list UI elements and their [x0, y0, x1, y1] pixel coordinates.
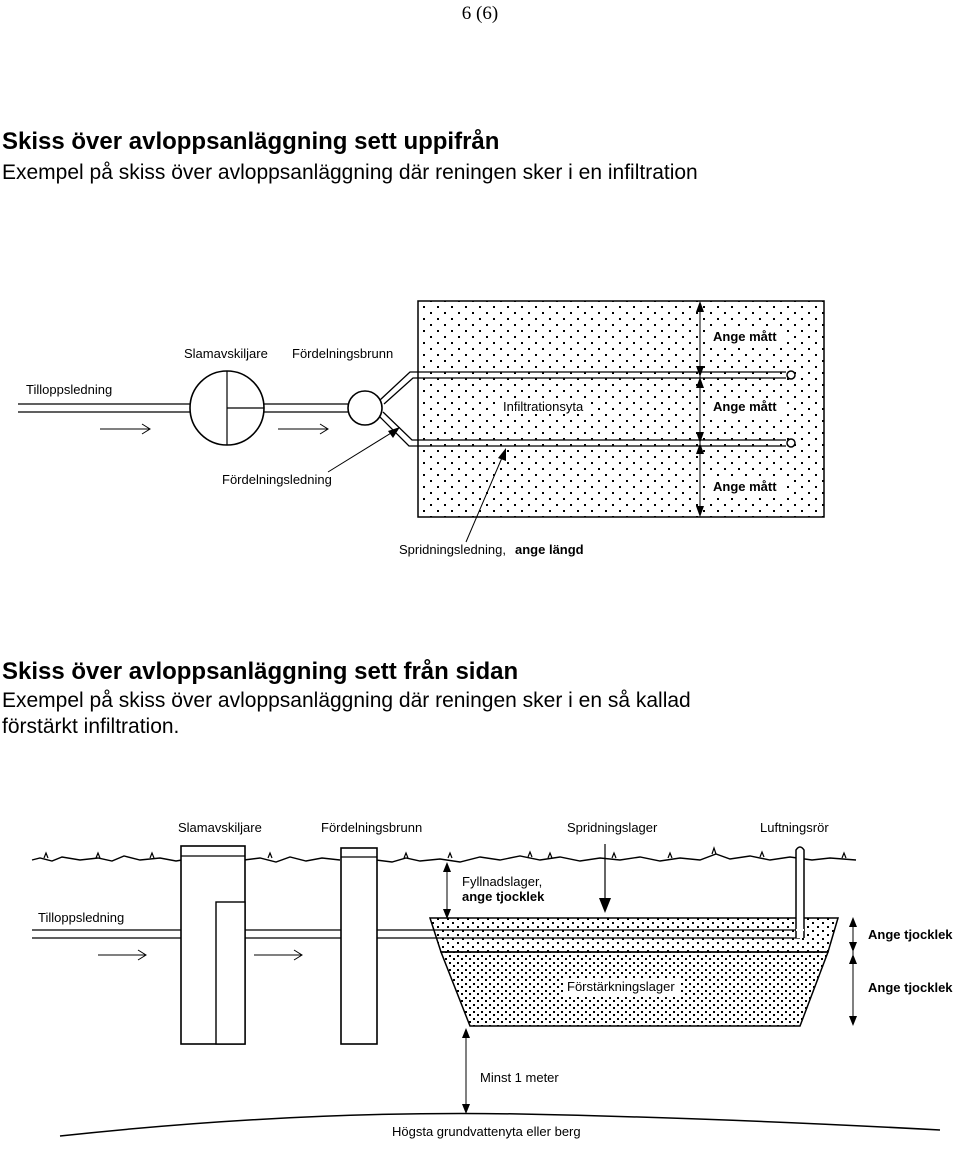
label-fordelningsbrunn-side: Fördelningsbrunn — [321, 820, 422, 835]
side-view-diagram: Slamavskiljare Fördelningsbrunn Spridnin… — [31, 820, 953, 1139]
top-view-diagram: Slamavskiljare Fördelningsbrunn Tillopps… — [18, 300, 825, 557]
label-fordelningsbrunn: Fördelningsbrunn — [292, 346, 393, 361]
top-heading: Skiss över avloppsanläggning sett uppifr… — [2, 128, 500, 155]
bottom-description-1: Exempel på skiss över avloppsanläggning … — [2, 689, 691, 712]
label-tilloppsledning-side: Tilloppsledning — [38, 910, 124, 925]
label-minst-1-meter: Minst 1 meter — [480, 1070, 559, 1085]
distribution-well-symbol — [347, 390, 383, 426]
label-luftningsror: Luftningsrör — [760, 820, 829, 835]
trench-spridningslager — [428, 917, 840, 953]
label-spridningslager: Spridningslager — [567, 820, 658, 835]
page-number: 6 (6) — [461, 3, 499, 24]
label-tilloppsledning: Tilloppsledning — [26, 382, 112, 397]
bottom-description-2: förstärkt infiltration. — [2, 715, 180, 738]
label-ange-matt-1: Ange mått — [713, 329, 777, 344]
distribution-well — [340, 847, 378, 1045]
label-ange-langd: ange längd — [515, 542, 584, 557]
top-description: Exempel på skiss över avloppsanläggning … — [2, 161, 698, 184]
label-fordelningsledning: Fördelningsledning — [222, 472, 332, 487]
label-ange-matt-3: Ange mått — [713, 479, 777, 494]
label-infiltrationsyta: Infiltrationsyta — [503, 399, 584, 414]
label-fyllnadslager: Fyllnadslager, — [462, 874, 542, 889]
label-ange-tjocklek-2: Ange tjocklek — [868, 980, 953, 995]
label-fyllnadslager-tjocklek: ange tjocklek — [462, 889, 545, 904]
label-ange-tjocklek-1: Ange tjocklek — [868, 927, 953, 942]
bottom-heading: Skiss över avloppsanläggning sett från s… — [2, 658, 519, 685]
label-ange-matt-2: Ange mått — [713, 399, 777, 414]
label-forstarkningslager: Förstärkningslager — [567, 979, 675, 994]
label-spridningsledning: Spridningsledning, — [399, 542, 506, 557]
label-slamavskiljare: Slamavskiljare — [184, 346, 268, 361]
label-slamavskiljare-side: Slamavskiljare — [178, 820, 262, 835]
label-grundvatten: Högsta grundvattenyta eller berg — [392, 1124, 581, 1139]
